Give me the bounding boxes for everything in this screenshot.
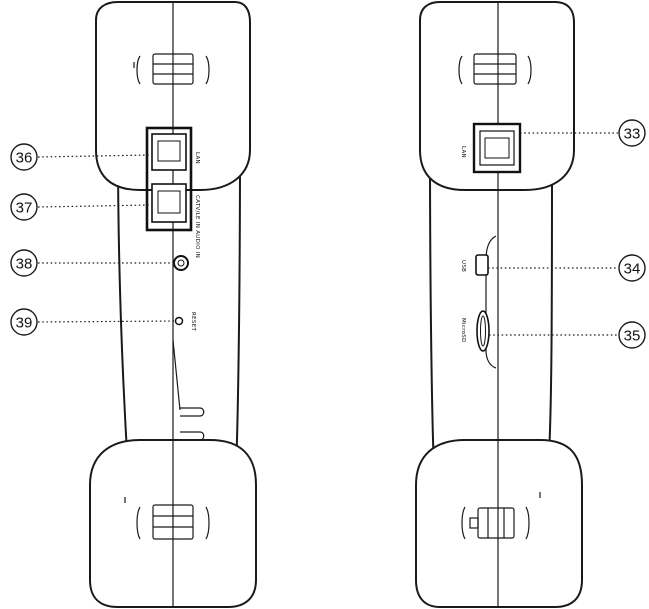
- lan-port-33: [472, 122, 522, 174]
- right-side-recess: [485, 235, 497, 369]
- callout-38-number: 38: [16, 256, 33, 273]
- left-cable-line: [172, 339, 181, 411]
- left-strap-loops: [180, 407, 205, 441]
- callout-34-number: 34: [624, 261, 641, 278]
- left-lan-port-block: [145, 126, 193, 232]
- callout-33: 33: [520, 119, 646, 147]
- callout-35-number: 35: [624, 328, 641, 345]
- callout-35: 35: [489, 321, 646, 349]
- right-device-body: [429, 149, 553, 471]
- left-lan-label: LAN: [194, 152, 200, 164]
- right-top-bumper: [419, 0, 575, 191]
- left-top-latch: [136, 53, 210, 85]
- right-top-latch: [458, 53, 532, 85]
- left-catv-label: CATV/LE IN AUDIO IN: [194, 195, 200, 258]
- callout-36-number: 36: [16, 150, 33, 167]
- right-microsd-label: MicroSD: [460, 318, 466, 343]
- callout-37-number: 37: [16, 200, 33, 217]
- callout-38: 38: [10, 249, 174, 277]
- right-bottom-bumper: [415, 439, 583, 608]
- callout-34: 34: [488, 254, 646, 282]
- left-reset-label: RESET: [190, 312, 196, 331]
- usb-port-34: [475, 254, 489, 276]
- right-bottom-latch: [461, 506, 530, 540]
- callout-37: 37: [10, 193, 153, 221]
- catv-port-37: [151, 183, 187, 223]
- right-lan-label: LAN: [460, 146, 466, 158]
- reset-hole-39: [174, 316, 184, 326]
- callout-36: 36: [10, 143, 153, 171]
- audio-jack-38: [173, 255, 189, 271]
- left-device-side-view: LAN CATV/LE IN AUDIO IN RESET: [89, 1, 257, 608]
- right-usb-label: USB: [460, 260, 466, 272]
- callout-39: 39: [10, 308, 176, 336]
- right-device-side-view: LAN USB MicroSD: [415, 0, 583, 608]
- callout-33-number: 33: [624, 126, 641, 143]
- callout-39-number: 39: [16, 315, 33, 332]
- left-bottom-latch: [136, 504, 210, 540]
- microsd-slot-35: [476, 310, 490, 352]
- lan-port-36: [151, 133, 187, 171]
